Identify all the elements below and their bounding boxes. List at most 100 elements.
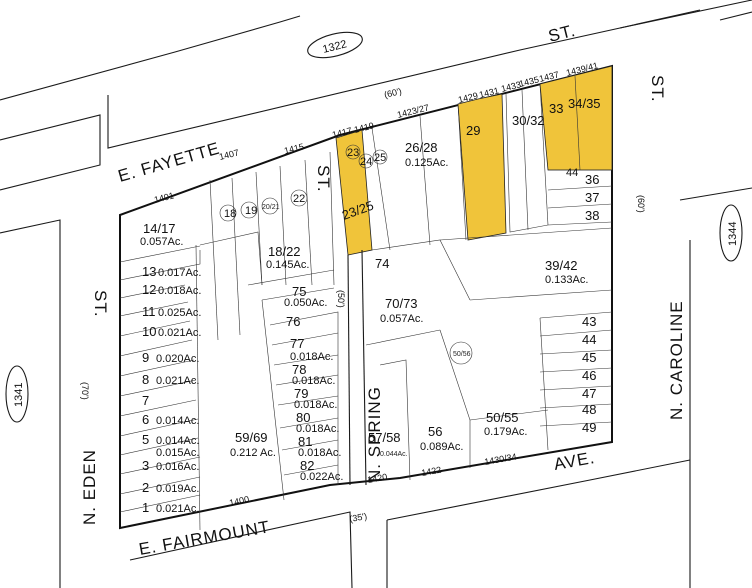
- lot-circle-18: [219, 204, 237, 222]
- lot-6: 6: [142, 412, 149, 427]
- lot-81: 81: [298, 434, 312, 449]
- lot-4-area: 0.015Ac.: [156, 447, 199, 459]
- lot-75: 75: [292, 284, 306, 299]
- lot-45: 45: [582, 350, 596, 365]
- lot-36: 36: [585, 172, 599, 187]
- lot-numbers: 14/17 0.057Ac. 13 0.017Ac. 12 0.018Ac. 1…: [140, 96, 601, 515]
- street-n-spring: N. SPRING: [365, 386, 384, 482]
- main-block: [119, 64, 613, 530]
- lot-9: 9: [142, 350, 149, 365]
- street-n-eden: N. EDEN: [80, 449, 99, 525]
- lot-24: 24: [360, 156, 372, 168]
- lot-39-42-area: 0.133Ac.: [545, 274, 588, 286]
- width-eden: (70'): [80, 382, 90, 400]
- lot-19: 19: [245, 205, 257, 217]
- lot-82: 82: [300, 458, 314, 473]
- lot-39-42: 39/42: [545, 258, 578, 273]
- addr-1431: 1431: [478, 85, 500, 100]
- lot-78: 78: [292, 362, 306, 377]
- lot-3: 3: [142, 458, 149, 473]
- lot-18-22-area: 0.145Ac.: [266, 259, 309, 271]
- lot-8-area: 0.021Ac.: [156, 375, 199, 387]
- lot-82-area: 0.022Ac.: [300, 471, 343, 483]
- lot-75-area: 0.050Ac.: [284, 297, 327, 309]
- block-oval-left: [5, 365, 29, 423]
- block-oval-top: [307, 31, 363, 59]
- lot-57-58: 57/58: [368, 430, 401, 445]
- lot-47: 47: [582, 386, 596, 401]
- lot-38: 38: [585, 208, 599, 223]
- lot-circle-19: [240, 201, 258, 219]
- lot-30-32: 30/32: [512, 113, 545, 128]
- highlighted-parcels: [335, 65, 613, 256]
- lot-20-21: 20/21: [262, 204, 280, 211]
- addr-1407: 1407: [218, 147, 240, 162]
- lot-22: 22: [293, 193, 305, 205]
- lot-37: 37: [585, 190, 599, 205]
- addr-1433: 1433: [500, 79, 522, 94]
- lot-8: 8: [142, 372, 149, 387]
- lot-lines: [119, 75, 613, 531]
- lot-25: 25: [374, 152, 386, 164]
- width-caroline: (60'): [636, 195, 646, 213]
- lot-78-area: 0.018Ac.: [292, 375, 335, 387]
- street-widths: (60') (70') (50') (60') (35'): [80, 86, 646, 524]
- lot-11-area: 0.025Ac.: [158, 307, 201, 319]
- lot-3-area: 0.016Ac.: [156, 461, 199, 473]
- lot-26-28-area: 0.125Ac.: [405, 157, 448, 169]
- lot-circle-24: [358, 153, 374, 169]
- lot-57-58-area: 0.044Ac.: [380, 451, 408, 458]
- lot-48: 48: [582, 402, 596, 417]
- block-labels: 13 22 1344 1341: [5, 31, 743, 423]
- addr-1437: 1437: [538, 69, 560, 84]
- lot-26-28: 26/28: [405, 140, 438, 155]
- addr-1429: 1429: [457, 90, 479, 105]
- lot-44-top: 44: [566, 167, 578, 179]
- street-st-mid: ST.: [314, 165, 333, 193]
- lot-74: 74: [375, 256, 389, 271]
- street-e-fayette: E. FAYETTE: [116, 139, 222, 186]
- lot-49: 49: [582, 420, 596, 435]
- lot-50-56: 50/56: [453, 351, 471, 358]
- lot-5-area: 0.014Ac.: [156, 435, 199, 447]
- lot-50-55: 50/55: [486, 410, 519, 425]
- addr-1420: 1420: [367, 472, 388, 485]
- lot-10-area: 0.021Ac.: [158, 327, 201, 339]
- lot-1-area: 0.021Ac.: [156, 503, 199, 515]
- addr-1415: 1415: [283, 141, 305, 156]
- lot-80: 80: [296, 410, 310, 425]
- lot-13: 13: [142, 264, 156, 279]
- lot-12: 12: [142, 282, 156, 297]
- lot-7: 7: [142, 393, 149, 408]
- street-st-right: ST.: [648, 75, 667, 103]
- lot-18-22: 18/22: [268, 244, 301, 259]
- lot-56: 56: [428, 424, 442, 439]
- width-fairmount: (35'): [349, 511, 368, 524]
- lot-circle-20: [261, 197, 279, 215]
- lot-circle-23: [345, 144, 361, 160]
- block-number-right: 1344: [727, 222, 739, 246]
- lot-circles: [219, 144, 473, 365]
- lot-circle-50-56: [449, 341, 473, 365]
- lot-80-area: 0.018Ac.: [296, 423, 339, 435]
- street-st-left: ST.: [91, 290, 110, 318]
- lot-18: 18: [224, 208, 236, 220]
- lot-9-area: 0.020Ac.: [156, 353, 199, 365]
- parcel-29: [457, 93, 507, 241]
- addr-1422: 1422: [421, 465, 442, 478]
- lot-23: 23: [347, 147, 359, 159]
- lot-79: 79: [294, 386, 308, 401]
- lot-11: 11: [142, 304, 156, 319]
- lot-circle-22: [290, 189, 308, 207]
- street-st-top: ST.: [546, 21, 577, 46]
- street-e-fairmount: E. FAIRMOUNT: [137, 517, 271, 559]
- addr-1430-34: 1430/34: [484, 451, 518, 466]
- lot-44: 44: [582, 332, 596, 347]
- addr-1400: 1400: [228, 494, 250, 508]
- lot-81-area: 0.018Ac.: [298, 447, 341, 459]
- width-fayette: (60'): [383, 86, 403, 100]
- block-number-left: 1341: [13, 383, 25, 407]
- lot-46: 46: [582, 368, 596, 383]
